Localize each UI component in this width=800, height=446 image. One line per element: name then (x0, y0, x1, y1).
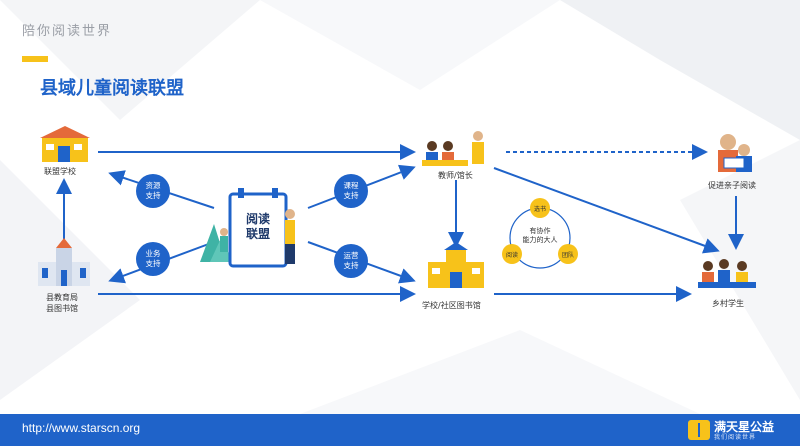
cycle-select-books: 选书 (530, 198, 550, 218)
resource-support-bubble: 资源支持 (136, 174, 170, 208)
footer-url[interactable]: http://www.starscn.org (22, 421, 141, 435)
school-building-icon (40, 126, 90, 162)
book-logo-icon (688, 420, 710, 440)
node-county-bureau-line1: 县教育局 (46, 293, 78, 302)
page-tagline: 陪你阅读世界 (22, 24, 113, 39)
arrow-teachers-to-students (493, 167, 720, 254)
teachers-group-icon (422, 131, 484, 166)
page-title: 县域儿童阅读联盟 (40, 78, 184, 99)
node-school-library: 学校/社区图书馆 (422, 301, 481, 310)
reading-alliance-board-icon (200, 188, 295, 268)
logo-name: 满天星公益 (714, 420, 775, 434)
rural-students-icon (698, 259, 756, 288)
parent-child-reading-icon (718, 134, 752, 172)
library-building-icon (428, 242, 484, 288)
accent-bar (22, 56, 48, 62)
node-teachers: 教师/馆长 (438, 171, 473, 180)
cycle-center-label: 有协作 能力的大人 (522, 227, 558, 244)
board-line1: 阅读 (245, 212, 270, 226)
node-parent-child: 促进亲子阅读 (708, 181, 756, 190)
cycle-team: 团队 (558, 244, 578, 264)
node-alliance-school: 联盟学校 (44, 167, 76, 176)
node-county-bureau-line2: 县图书馆 (46, 304, 78, 313)
logo-subtitle: 我们阅读世界 (714, 434, 757, 441)
footer-bar: http://www.starscn.org 满天星公益 我们阅读世界 (0, 414, 800, 446)
cycle-reading: 阅读 (502, 244, 522, 264)
node-rural-students: 乡村学生 (712, 299, 744, 308)
government-building-icon (38, 238, 90, 286)
operation-support-bubble: 运营支持 (334, 244, 368, 278)
brand-logo: 满天星公益 我们阅读世界 (688, 418, 792, 442)
business-support-bubble: 业务支持 (136, 242, 170, 276)
board-label: 阅读 联盟 (236, 212, 280, 242)
course-support-bubble: 课程支持 (334, 174, 368, 208)
board-line2: 联盟 (245, 227, 270, 241)
